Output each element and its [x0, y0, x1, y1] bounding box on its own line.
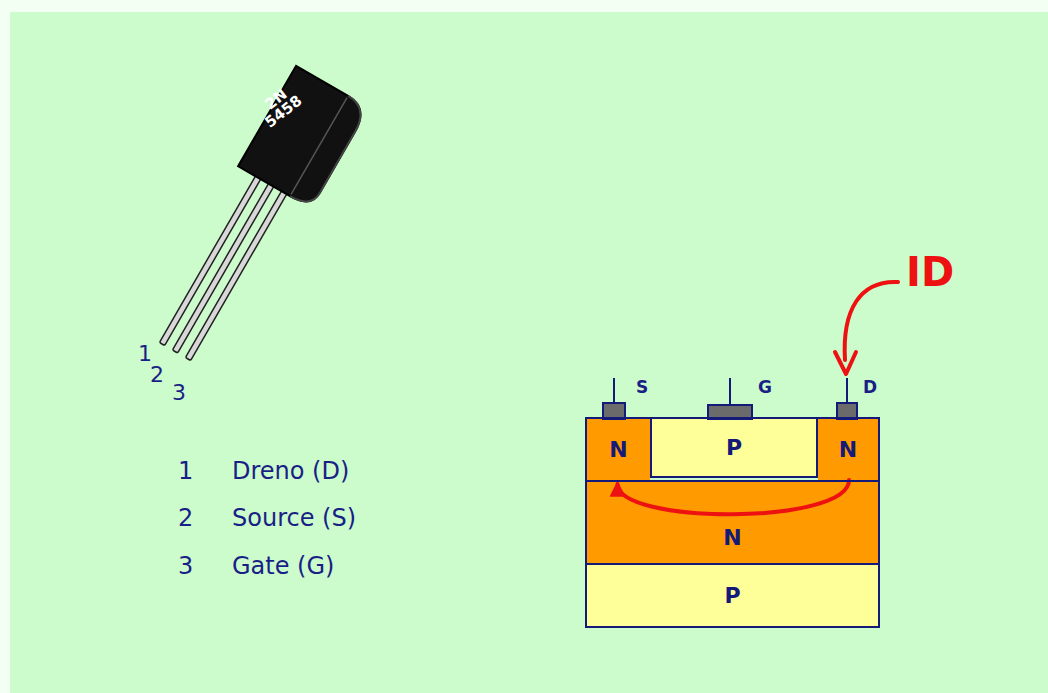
pin-number: 2 — [150, 363, 164, 387]
top-margin — [0, 0, 1048, 12]
current-label: ID — [906, 250, 954, 294]
terminal-name: D — [863, 378, 877, 397]
n-source-region: N — [585, 417, 650, 480]
region-label: N — [723, 525, 741, 550]
n-drain-region: N — [818, 417, 880, 480]
p-substrate-layer: P — [585, 565, 880, 628]
terminal-name: G — [758, 378, 772, 397]
pin-name: Source (S) — [232, 505, 356, 531]
current-path-arrow — [618, 480, 850, 514]
transistor-package — [142, 66, 369, 375]
terminal-name: S — [636, 378, 648, 397]
pin-name: Gate (G) — [232, 553, 334, 579]
pin-number: 3 — [172, 381, 186, 405]
pin-number: 2 — [178, 505, 193, 531]
pin-number: 3 — [178, 553, 193, 579]
cross-section — [585, 378, 880, 628]
pin-number: 1 — [178, 458, 193, 484]
left-margin — [0, 0, 10, 693]
current-leader — [835, 282, 898, 374]
region-label: P — [726, 435, 742, 460]
pin-number: 1 — [138, 342, 152, 366]
p-gate-region: P — [650, 417, 818, 478]
n-channel-layer: N — [585, 480, 880, 565]
region-label: N — [839, 437, 857, 462]
pin-name: Dreno (D) — [232, 458, 349, 484]
region-label: P — [724, 583, 740, 608]
region-label: N — [609, 437, 627, 462]
